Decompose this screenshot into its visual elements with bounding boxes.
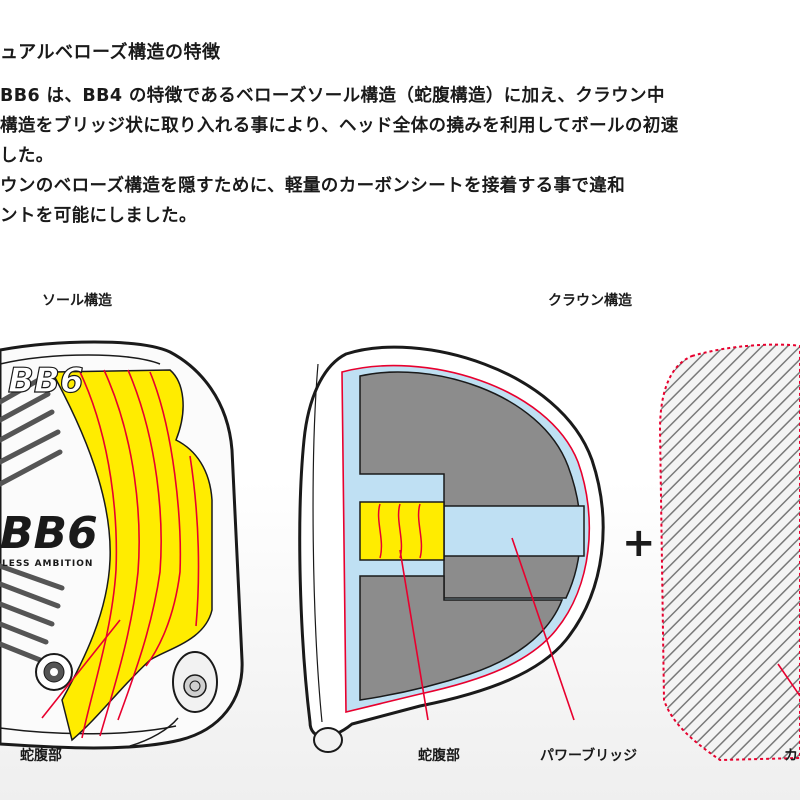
brand-logo-face: BB6 bbox=[0, 508, 98, 559]
brand-tagline: LESS AMBITION bbox=[2, 559, 93, 569]
crown-head-illustration bbox=[298, 345, 605, 753]
power-bridge-region bbox=[443, 505, 585, 557]
description-line-3: した。 bbox=[0, 146, 54, 166]
sole-bellows-label: 蛇腹部 bbox=[20, 748, 62, 764]
power-bridge-label: パワーブリッジ bbox=[540, 748, 638, 764]
carbon-sheet-illustration bbox=[658, 343, 800, 762]
crown-bellows-region bbox=[359, 501, 445, 561]
description-line-4: ウンのベローズ構造を隠すために、軽量のカーボンシートを接着する事で違和 bbox=[0, 176, 626, 196]
brand-logo-top: BB6 bbox=[8, 361, 84, 401]
plus-sign: + bbox=[622, 520, 656, 566]
crown-bellows-label: 蛇腹部 bbox=[418, 748, 460, 764]
description-line-5: ントを可能にしました。 bbox=[0, 206, 197, 226]
sole-structure-title: ソール構造 bbox=[42, 293, 112, 309]
section-heading: ュアルベローズ構造の特徴 bbox=[0, 42, 221, 63]
carbon-sheet-label: カ bbox=[784, 748, 798, 764]
crown-structure-title: クラウン構造 bbox=[548, 293, 632, 309]
sole-head-illustration: BB6 BB6 LESS AMBITION bbox=[0, 340, 244, 750]
crown-bellows-leader-line bbox=[399, 549, 429, 721]
sole-bellows-leader-line bbox=[41, 619, 121, 719]
description-line-2: 構造をブリッジ状に取り入れる事により、ヘッド全体の撓みを利用してボールの初速 bbox=[0, 116, 679, 136]
power-bridge-leader-line bbox=[511, 537, 575, 721]
carbon-leader-line bbox=[777, 663, 800, 697]
description-line-1: BB6 は、BB4 の特徴であるベローズソール構造（蛇腹構造）に加え、クラウン中 bbox=[0, 86, 665, 106]
